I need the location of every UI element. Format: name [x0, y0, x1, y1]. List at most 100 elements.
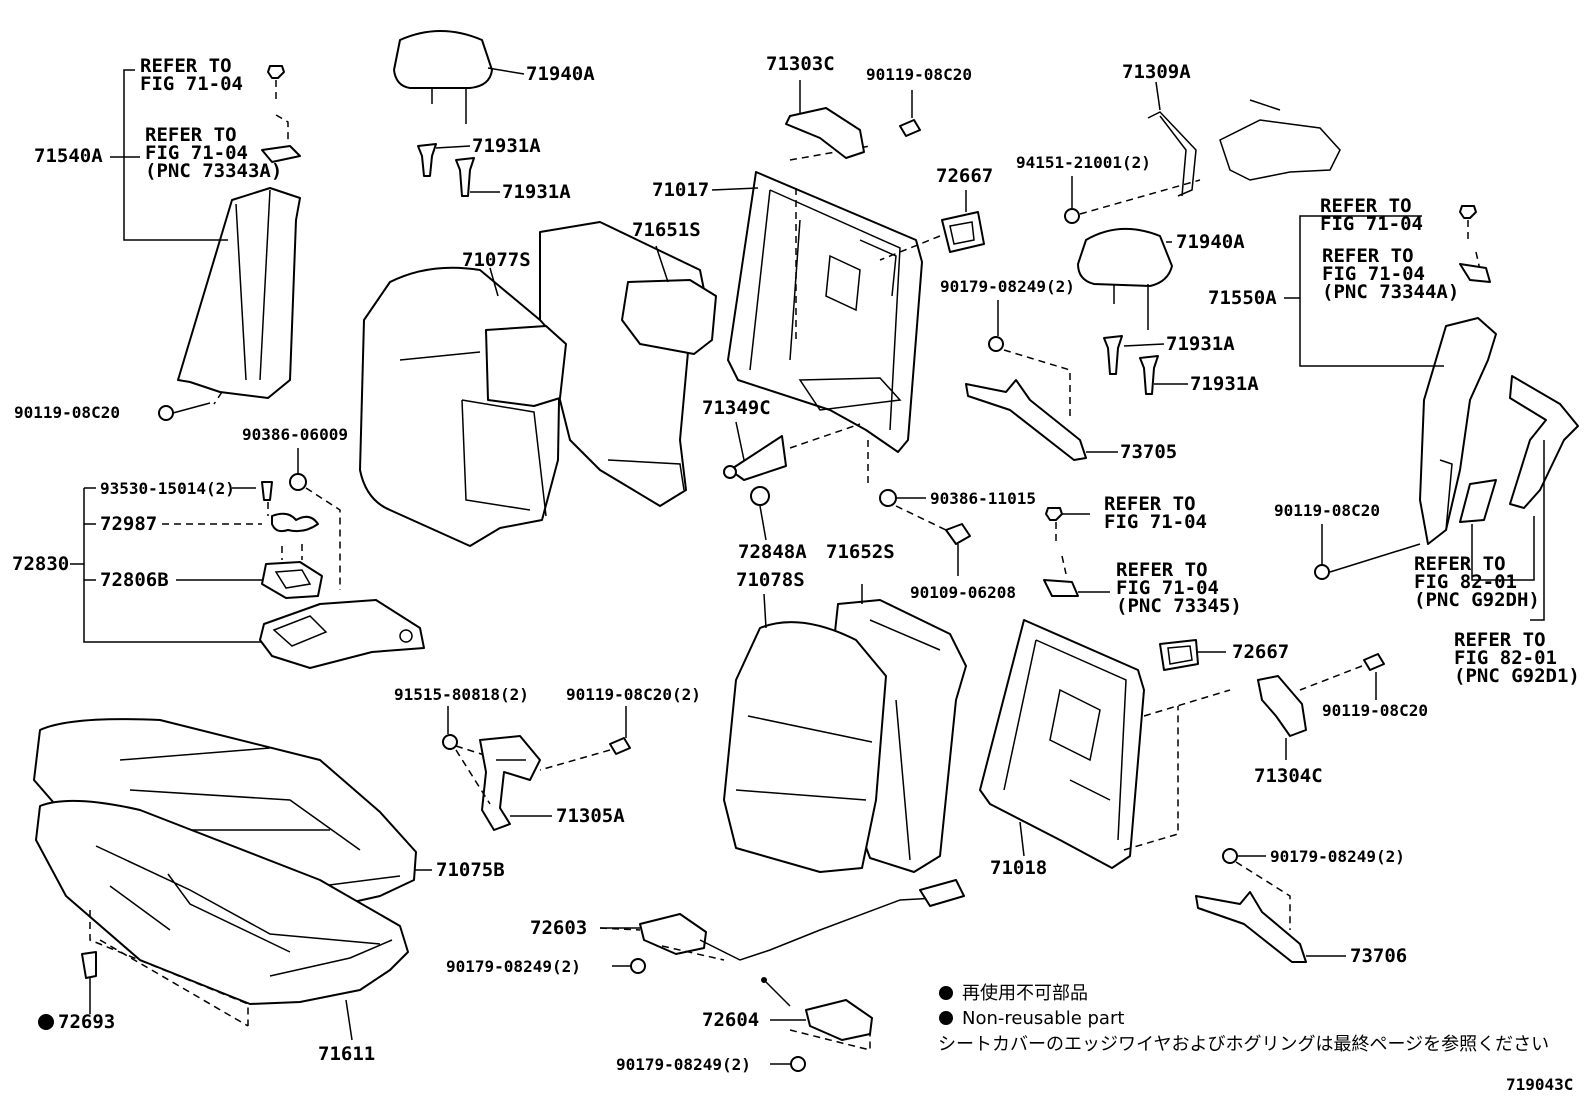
diagram-id: 719043C [1506, 1075, 1573, 1094]
fig-71-04-label: FIG 71-04 [140, 73, 243, 95]
nut-90179-cable-2 [790, 1056, 806, 1072]
headrest-pad-front [485, 325, 567, 407]
refer-to-label: REFER TO [1320, 195, 1412, 217]
cap-72848a [750, 486, 770, 506]
fig-71-04-label: FIG 71-04 [145, 142, 248, 164]
headrest-pad-rear [621, 279, 717, 355]
part-73706-group: 90179-08249(2) 73706 [1195, 847, 1407, 967]
fig-82-01-label: FIG 82-01 [1454, 647, 1557, 669]
part-label-71075b: 71075B [436, 859, 505, 881]
clip-center [1043, 579, 1079, 597]
part-71940a-right-group: 71940A 71931A 71931A [1077, 227, 1259, 395]
refer-to-label: REFER TO [1116, 559, 1208, 581]
refer-center-group: REFER TO FIG 71-04 REFER TO FIG 71-04 (P… [1043, 493, 1242, 617]
guide-71931a-2 [455, 157, 475, 197]
part-label-71931a-1: 71931A [472, 135, 541, 157]
refer-to-label: REFER TO [140, 55, 232, 77]
bolt-90119-left [158, 405, 174, 421]
part-label-71349c: 71349C [702, 397, 771, 419]
bolt-90119-2 [609, 737, 631, 755]
part-label-72830: 72830 [12, 553, 69, 575]
nut-90179-mid [988, 336, 1004, 352]
release-lever-72604 [805, 999, 873, 1041]
part-label-72987: 72987 [100, 513, 157, 535]
bezel-72667-lower [1159, 639, 1199, 671]
legend-non-reusable-en: Non-reusable part [962, 1008, 1124, 1029]
pnc-g92dh-label: (PNC G92DH) [1414, 589, 1540, 611]
part-72667-lower-group: 72667 71304C 90119-08C20 [1159, 639, 1428, 787]
part-label-93530-15014: 93530-15014(2) [100, 479, 235, 498]
part-label-71304c: 71304C [1254, 765, 1323, 787]
part-label-72603: 72603 [530, 917, 587, 939]
part-label-71931a-2: 71931A [502, 181, 571, 203]
part-label-71305a: 71305A [556, 805, 625, 827]
part-label-90386-11015: 90386-11015 [930, 489, 1036, 508]
part-71349c-group: 71349C 72848A [702, 397, 861, 563]
legend-group: 再使用不可部品 Non-reusable part シートカバーのエッジワイヤお… [938, 983, 1573, 1094]
part-label-90179-08249-mid: 90179-08249(2) [940, 277, 1075, 296]
part-71075b-71611-group: 71075B 71611 72693 [33, 718, 505, 1065]
bolt-91515 [442, 734, 458, 750]
nut-90386-06009 [289, 473, 307, 491]
bolt-90109 [945, 523, 971, 545]
headrest-top-shape [393, 30, 493, 89]
part-71018-group: 71018 [979, 619, 1231, 879]
screw-right-upper [1459, 205, 1477, 219]
guide-71931a-4 [1139, 355, 1159, 395]
part-label-71077s: 71077S [462, 249, 531, 271]
part-label-72848a: 72848A [738, 541, 807, 563]
screw-left-upper [267, 65, 285, 79]
seat-cushion-71611 [35, 799, 409, 1005]
part-label-71078s: 71078S [736, 569, 805, 591]
part-71540a-group: REFER TO FIG 71-04 REFER TO FIG 71-04 (P… [14, 55, 301, 422]
part-label-72806b: 72806B [100, 569, 169, 591]
part-label-90179-08249-lower-right: 90179-08249(2) [1270, 847, 1405, 866]
part-label-71651s: 71651S [632, 219, 701, 241]
hinge-pin [723, 465, 737, 479]
refer-to-label: REFER TO [1454, 629, 1546, 651]
part-71078s-71652s-group: 71078S 71652S [723, 541, 967, 873]
legend-dot-2 [939, 1011, 953, 1025]
part-71303c-group: 71303C 90119-08C20 [766, 53, 972, 159]
refer-to-label: REFER TO [1104, 493, 1196, 515]
part-label-90109-06208: 90109-06208 [910, 583, 1016, 602]
nut-90179-cable-1 [630, 958, 646, 974]
seatback-cover-front-lower [723, 621, 887, 873]
part-90386-11015-group: 90386-11015 90109-06208 [867, 440, 1036, 602]
part-label-90179-08249-cable-1: 90179-08249(2) [446, 957, 581, 976]
part-label-71303c: 71303C [766, 53, 835, 75]
fig-82-01-label: FIG 82-01 [1414, 571, 1517, 593]
part-label-72604: 72604 [702, 1009, 759, 1031]
hinge-bracket-71303c [785, 107, 865, 159]
nut-90179-lower-right [1222, 848, 1238, 864]
part-label-90119-08c20-right: 90119-08C20 [1274, 501, 1380, 520]
pnc-73344a-label: (PNC 73344A) [1322, 281, 1459, 303]
fig-71-04-label: FIG 71-04 [1116, 577, 1219, 599]
side-garnish-right-shape [1419, 317, 1497, 545]
part-label-90179-08249-cable-2: 90179-08249(2) [616, 1055, 751, 1074]
part-72667-upper-group: 72667 [879, 165, 993, 261]
screw-93530 [261, 481, 273, 501]
part-label-91515-80818: 91515-80818(2) [394, 685, 529, 704]
bezel-72667-upper [941, 211, 985, 253]
release-lever-72603 [639, 913, 707, 955]
part-71305a-group: 91515-80818(2) 90119-08C20(2) 71305A [394, 685, 701, 831]
cup-holder-72806b [261, 561, 323, 599]
pnc-g92d1-label: (PNC G92D1) [1454, 665, 1580, 687]
part-label-73705: 73705 [1120, 441, 1177, 463]
part-71309a-group: 71309A 94151-21001(2) [1016, 61, 1341, 224]
part-71017-group: 71017 [652, 145, 923, 453]
part-label-71018: 71018 [990, 857, 1047, 879]
clip-right-upper [1459, 263, 1491, 283]
part-label-90119-08c20-2: 90119-08C20(2) [566, 685, 701, 704]
part-label-71017: 71017 [652, 179, 709, 201]
part-label-90119-08c20-left: 90119-08C20 [14, 403, 120, 422]
part-label-72693: 72693 [58, 1011, 115, 1033]
part-label-90386-06009: 90386-06009 [242, 425, 348, 444]
part-label-71931a-4: 71931A [1190, 373, 1259, 395]
part-72603-72604-group: 72603 90179-08249(2) 72604 90179-08249(2… [446, 879, 965, 1074]
pnc-73343a-label: (PNC 73343A) [145, 160, 282, 182]
part-label-71652s: 71652S [826, 541, 895, 563]
pnc-73345-label: (PNC 73345) [1116, 595, 1242, 617]
